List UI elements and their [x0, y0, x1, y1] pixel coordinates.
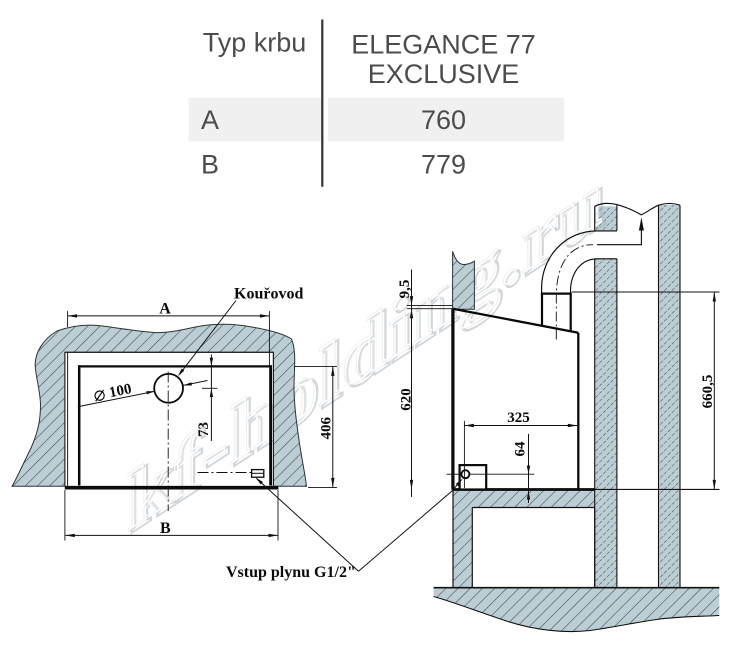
svg-text:620: 620 — [398, 388, 414, 411]
svg-text:660,5: 660,5 — [700, 375, 716, 409]
svg-text:9,5: 9,5 — [397, 280, 413, 299]
svg-text:779: 779 — [421, 150, 466, 180]
svg-text:ELEGANCE 77: ELEGANCE 77 — [351, 29, 536, 59]
svg-text:73: 73 — [196, 422, 212, 437]
svg-text:406: 406 — [319, 417, 335, 440]
svg-text:Typ krbu: Typ krbu — [203, 28, 307, 58]
svg-text:A: A — [201, 105, 219, 135]
svg-text:Vstup plynu G1/2": Vstup plynu G1/2" — [226, 564, 356, 581]
svg-text:B: B — [201, 150, 219, 180]
svg-text:EXCLUSIVE: EXCLUSIVE — [368, 59, 520, 89]
svg-text:325: 325 — [507, 410, 530, 426]
svg-text:Kouřovod: Kouřovod — [234, 285, 303, 302]
svg-text:64: 64 — [513, 441, 529, 457]
svg-text:760: 760 — [421, 105, 466, 135]
svg-text:100: 100 — [108, 381, 133, 401]
svg-text:B: B — [160, 520, 171, 537]
svg-text:A: A — [159, 300, 171, 317]
